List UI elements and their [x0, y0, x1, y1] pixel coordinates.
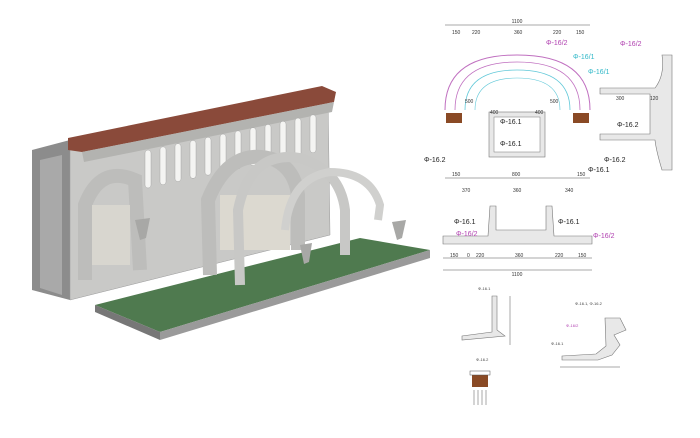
wall-slot [159, 146, 167, 186]
arch-free [281, 167, 385, 231]
label-phi-16-1: Φ-16/1 [588, 69, 610, 76]
dim: 150 [450, 253, 459, 259]
dim: 800 [512, 172, 521, 178]
label-phi-16-1: Φ-16/1 [573, 54, 595, 61]
label-phi-16-2: Φ-16.2 [424, 157, 446, 164]
left-opening [92, 205, 130, 265]
arch-left [78, 169, 147, 280]
wall-slot [204, 136, 212, 176]
dim: 360 [513, 188, 522, 194]
plan-view: 370 360 340 Φ-16.1 Φ-16.1 Φ-16/2 Φ-16/2 … [442, 188, 615, 278]
side-section: 300 120 Φ-16/2 Φ-16/1 Φ-16.2 Φ-16.1 [588, 41, 673, 174]
floor-edge [160, 250, 430, 340]
dim: 400 [535, 110, 544, 116]
cornice-lip [82, 102, 334, 162]
wall-slot [189, 140, 197, 179]
left-end-wall-face [40, 155, 62, 295]
label-phi-16-2: Φ-16/2 [546, 40, 568, 47]
dim: 150 [578, 253, 587, 259]
dim: 150 [577, 172, 586, 178]
center-opening [220, 195, 290, 250]
wall-slot [309, 114, 317, 154]
dim: 220 [555, 253, 564, 259]
dim: 360 [515, 253, 524, 259]
label-phi-16-2: Φ-16.2 [617, 122, 639, 129]
dim: 400 [490, 110, 499, 116]
label-phi-16-1: Φ-16.1 [588, 167, 610, 174]
floor [95, 238, 430, 332]
label-phi-16-2: Φ-16/2 [566, 323, 579, 328]
floor-side [95, 305, 160, 340]
dim: 220 [472, 30, 481, 36]
dim: 150 [452, 172, 461, 178]
detail-title: Φ-16.2 [476, 357, 489, 362]
dim: 500 [465, 99, 474, 105]
label-phi-16-1: Φ-16.1 [454, 219, 476, 226]
label-phi-16-1: Φ-16.1 [551, 341, 564, 346]
dim: 340 [565, 188, 574, 194]
bracket-left [135, 218, 150, 240]
label-phi-16-2: Φ-16/2 [620, 41, 642, 48]
arch-front [232, 152, 350, 286]
label-phi-16-2: Φ-16.2 [604, 157, 626, 164]
label-phi-16-1: Φ-16.1 [500, 141, 522, 148]
dim: 300 [616, 96, 625, 102]
bracket-center [300, 243, 312, 264]
dim: 120 [650, 96, 659, 102]
wall-slot [174, 143, 182, 182]
dim: 360 [514, 30, 523, 36]
label-phi-16-1: Φ-16.1 [558, 219, 580, 226]
wall-slot [144, 149, 152, 189]
detail-title: Φ-16.1 [478, 286, 491, 291]
label-phi-16-2: Φ-16/2 [456, 231, 478, 238]
dim-total: 1100 [512, 272, 523, 278]
cornice [68, 86, 336, 152]
dim: 220 [476, 253, 485, 259]
wall-slot [294, 117, 302, 157]
front-elevation: 1100 150 220 360 220 150 500 500 400 400… [424, 19, 626, 179]
dim: 150 [452, 30, 461, 36]
detail-title: Φ-16.1, Φ-16.2 [575, 301, 603, 306]
dim: 500 [550, 99, 559, 105]
dim: 220 [553, 30, 562, 36]
isometric-model [32, 86, 430, 340]
dim: 0 [467, 253, 470, 259]
label-phi-16-1: Φ-16.1 [500, 119, 522, 126]
dim-total: 1100 [512, 19, 523, 25]
label-phi-16-2: Φ-16/2 [593, 233, 615, 240]
bracket-right [392, 220, 406, 240]
dim: 370 [462, 188, 471, 194]
dim: 150 [576, 30, 585, 36]
detail-drawings: Φ-16.1 Φ-16.2 Φ-16.1, Φ-16.2 Φ-16/2 Φ-16… [461, 286, 627, 405]
